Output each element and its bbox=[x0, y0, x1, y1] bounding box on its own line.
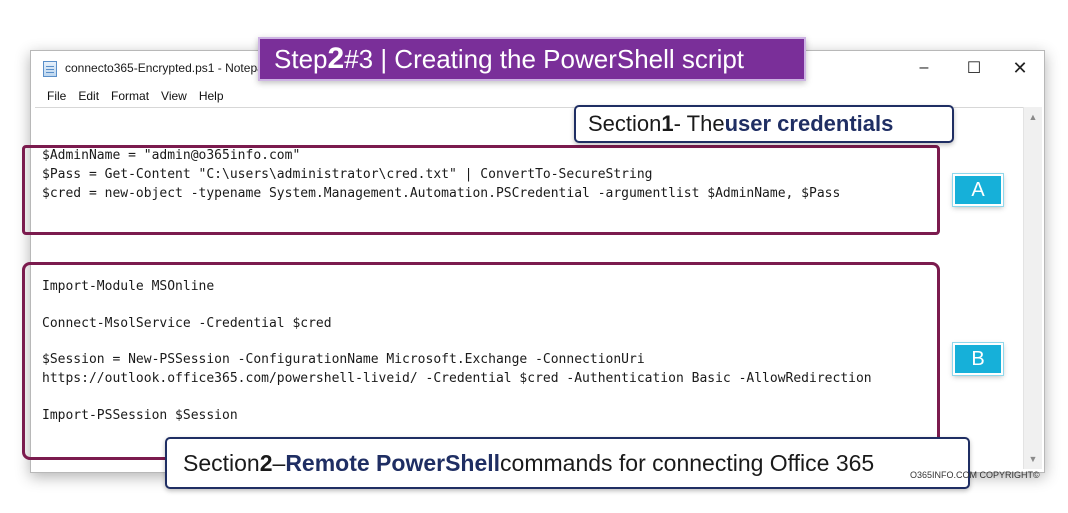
scroll-up-icon[interactable]: ▲ bbox=[1028, 112, 1038, 122]
notepad-icon bbox=[43, 61, 57, 77]
section-2-middle: – bbox=[272, 449, 286, 476]
section-1-middle: - The bbox=[673, 111, 725, 136]
menu-view[interactable]: View bbox=[161, 89, 187, 103]
scroll-down-icon[interactable]: ▼ bbox=[1028, 454, 1038, 464]
menu-format[interactable]: Format bbox=[111, 89, 150, 103]
section-1-prefix: Section bbox=[588, 111, 662, 136]
step-number: 2 bbox=[327, 42, 345, 75]
menu-help[interactable]: Help bbox=[198, 89, 224, 103]
section-2-prefix: Section bbox=[183, 449, 260, 476]
code-line-import-module: Import-Module MSOnline bbox=[42, 279, 215, 294]
code-line-import-session: Import-PSSession $Session bbox=[42, 408, 238, 423]
section-a-outline bbox=[22, 145, 940, 235]
code-line-session: $Session = New-PSSession -ConfigurationN… bbox=[42, 352, 645, 367]
section-2-highlight: Remote PowerShell bbox=[285, 449, 501, 476]
code-line-connect: Connect-MsolService -Credential $cred bbox=[42, 316, 332, 331]
step-suffix: #3 | Creating the PowerShell script bbox=[344, 43, 745, 74]
section-b-outline bbox=[22, 262, 940, 460]
minimize-button[interactable]: – bbox=[919, 59, 929, 76]
code-line-pass: $Pass = Get-Content "C:\users\administra… bbox=[42, 167, 653, 182]
section-2-suffix: commands for connecting Office 365 bbox=[500, 449, 875, 476]
step-banner: Step 2#3 | Creating the PowerShell scrip… bbox=[258, 37, 806, 81]
section-a-tag: A bbox=[953, 174, 1003, 206]
close-button[interactable]: ✕ bbox=[1012, 57, 1028, 78]
menu-edit[interactable]: Edit bbox=[78, 89, 100, 103]
code-line-admin-name: $AdminName = "admin@o365info.com" bbox=[42, 148, 301, 163]
maximize-button[interactable]: ☐ bbox=[966, 60, 982, 77]
section-2-number: 2 bbox=[259, 449, 273, 476]
menu-file[interactable]: File bbox=[47, 89, 67, 103]
section-1-highlight: user credentials bbox=[724, 111, 894, 136]
section-b-tag: B bbox=[953, 343, 1003, 375]
section-1-number: 1 bbox=[661, 111, 674, 136]
copyright-watermark: O365INFO.COM COPYRIGHT© bbox=[910, 470, 1040, 480]
code-line-cred: $cred = new-object -typename System.Mana… bbox=[42, 186, 841, 201]
code-line-connection-uri: https://outlook.office365.com/powershell… bbox=[42, 371, 872, 386]
step-prefix: Step bbox=[274, 43, 328, 74]
text-editor[interactable] bbox=[35, 107, 1023, 469]
menu-bar: File Edit Format View Help bbox=[31, 85, 1044, 107]
section-1-callout: Section 1 - The user credentials bbox=[574, 105, 954, 143]
vertical-scrollbar[interactable]: ▲ ▼ bbox=[1023, 107, 1042, 469]
section-2-callout: Section 2 – Remote PowerShell commands f… bbox=[165, 437, 970, 489]
window-title: connecto365-Encrypted.ps1 - Notepad bbox=[65, 61, 265, 75]
